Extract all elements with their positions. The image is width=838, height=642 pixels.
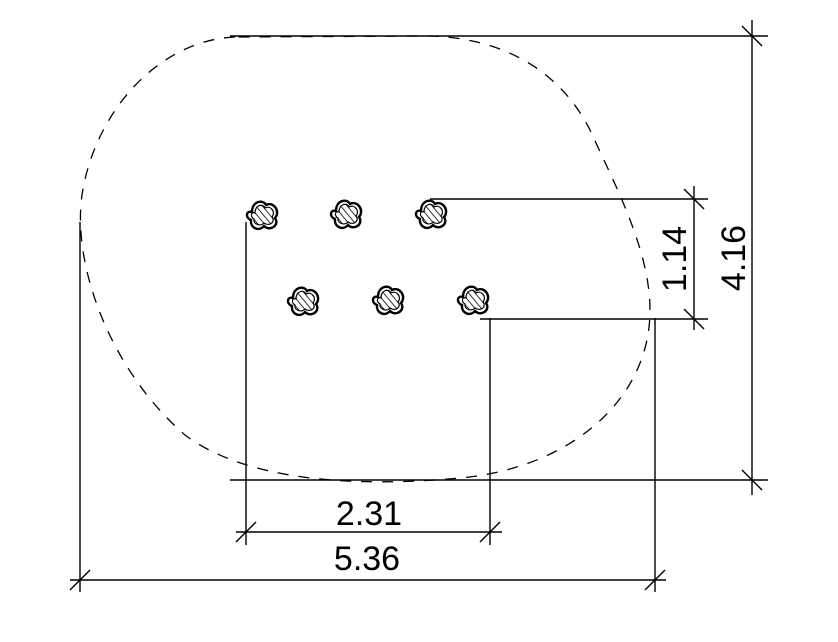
dimension-overall-width: 5.36 <box>69 540 666 591</box>
row-spacing-label: 1.14 <box>656 226 694 292</box>
overall-width-label: 5.36 <box>334 540 400 578</box>
canopy-outline <box>79 35 651 483</box>
plant-icon <box>414 199 448 230</box>
dimension-row-spacing: 1.14 <box>656 186 705 330</box>
plant-icon <box>286 286 320 317</box>
dimension-plant-span: 2.31 <box>235 495 502 543</box>
plant-grid <box>245 199 490 317</box>
extension-lines <box>79 35 768 592</box>
overall-height-label: 4.16 <box>715 225 753 291</box>
plant-icon <box>371 285 405 316</box>
plant-icon <box>456 285 490 316</box>
plant-icon <box>329 199 363 230</box>
plant-icon <box>245 200 279 231</box>
plant-span-label: 2.31 <box>336 495 402 533</box>
dimension-overall-height: 4.16 <box>715 20 763 495</box>
